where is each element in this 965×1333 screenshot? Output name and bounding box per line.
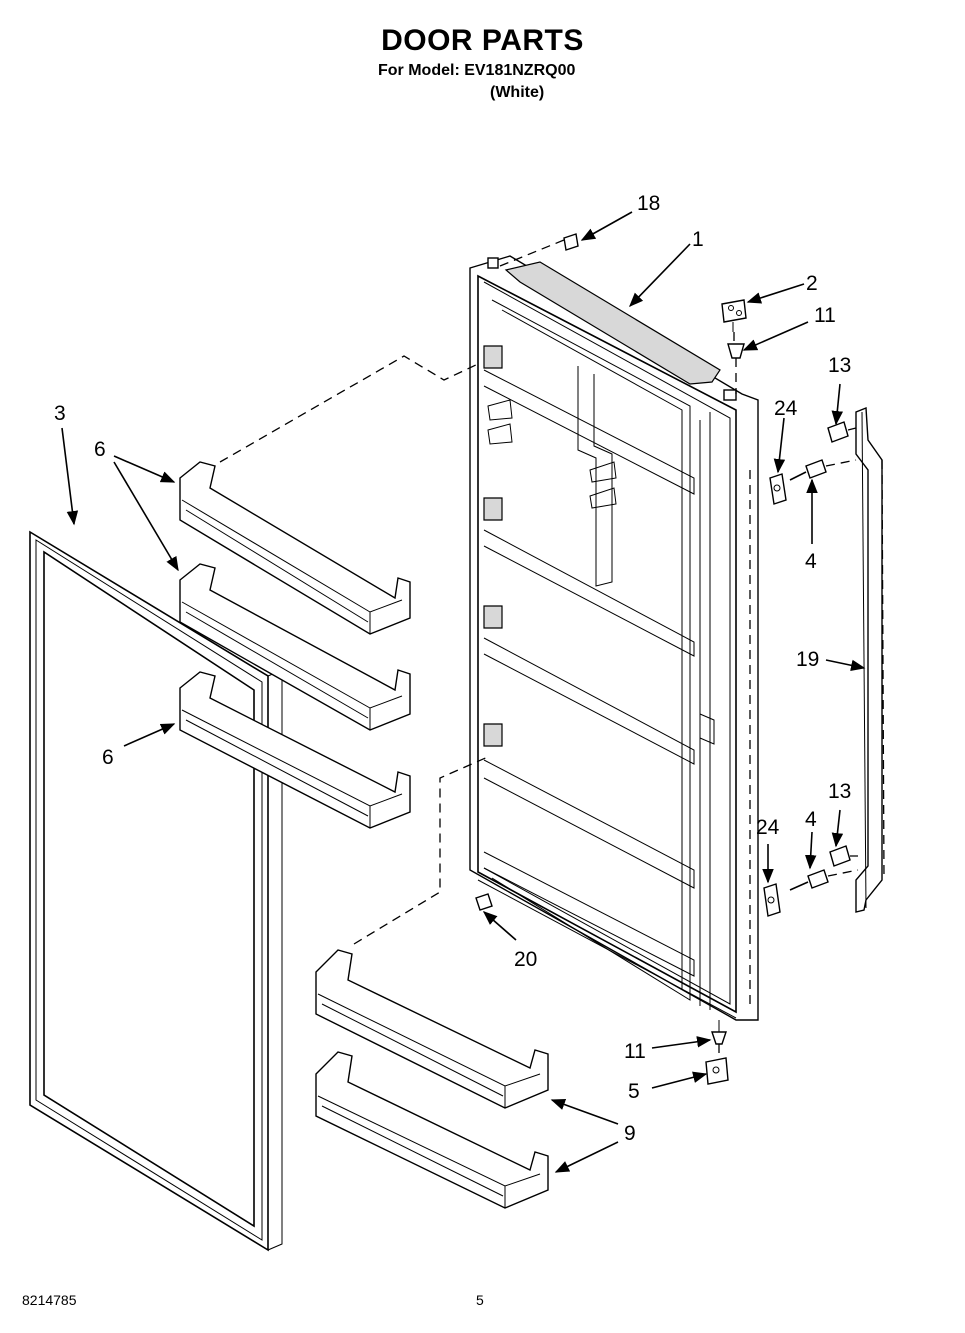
callout-5: 5 <box>628 1080 640 1103</box>
callout-13-top: 13 <box>828 354 851 377</box>
assembly-line-label <box>499 239 565 267</box>
callout-4-top: 4 <box>805 550 817 573</box>
callout-18: 18 <box>637 192 660 215</box>
callout-4-bottom: 4 <box>805 808 817 831</box>
assembly-line-bins-upper <box>219 355 479 463</box>
part-11-bushing-bottom <box>711 1020 727 1045</box>
door-bin-lower-1 <box>315 949 549 1109</box>
assembly-line-hinge-top <box>733 332 737 394</box>
page-title: DOOR PARTS <box>381 24 584 57</box>
assembly-line-handle-bottom <box>827 855 859 877</box>
part-5-bottom-hinge <box>705 1057 729 1085</box>
door-bin-upper-3 <box>179 671 411 829</box>
door-assembly <box>469 255 759 1021</box>
callout-2: 2 <box>806 272 818 295</box>
part-2-top-hinge <box>721 299 747 332</box>
assembly-line-bins-lower <box>353 755 491 945</box>
part-20-door-stop <box>475 893 493 911</box>
callout-13-bottom: 13 <box>828 780 851 803</box>
document-number: 8214785 <box>22 1292 77 1308</box>
door-bin-upper-1 <box>179 461 411 635</box>
model-line: For Model: EV181NZRQ00 <box>378 62 576 79</box>
callout-24-top: 24 <box>774 397 798 420</box>
callout-6-lower: 6 <box>102 746 114 769</box>
callout-1: 1 <box>692 228 704 251</box>
callout-24-bottom: 24 <box>756 816 780 839</box>
part-13-handle-screw-bottom <box>829 845 851 867</box>
part-11-bushing-top <box>727 343 745 359</box>
callout-19: 19 <box>796 648 819 671</box>
callout-6-upper: 6 <box>94 438 106 461</box>
callout-9: 9 <box>624 1122 636 1145</box>
part-13-handle-screw-top <box>827 421 849 443</box>
door-bin-lower-2 <box>315 1051 549 1209</box>
assembly-line-handle-top <box>825 427 857 467</box>
callout-3: 3 <box>54 402 66 425</box>
part-24-handle-clip-bottom <box>763 883 781 917</box>
part-4-screw-top <box>789 459 827 481</box>
page-number: 5 <box>476 1292 484 1308</box>
callout-20: 20 <box>514 948 537 971</box>
part-24-handle-clip-top <box>769 473 787 505</box>
color-line: (White) <box>490 84 545 101</box>
callout-11-top: 11 <box>814 304 836 327</box>
part-18-label-plate <box>563 233 579 251</box>
leader-arrows <box>61 211 866 1173</box>
assembly-line-handle-side <box>881 459 885 881</box>
door-bin-upper-2 <box>179 563 411 731</box>
part-4-screw-bottom <box>789 869 829 891</box>
part-19-door-handle <box>855 406 883 913</box>
callout-11-bottom: 11 <box>624 1040 646 1063</box>
door-gasket <box>29 530 283 1252</box>
